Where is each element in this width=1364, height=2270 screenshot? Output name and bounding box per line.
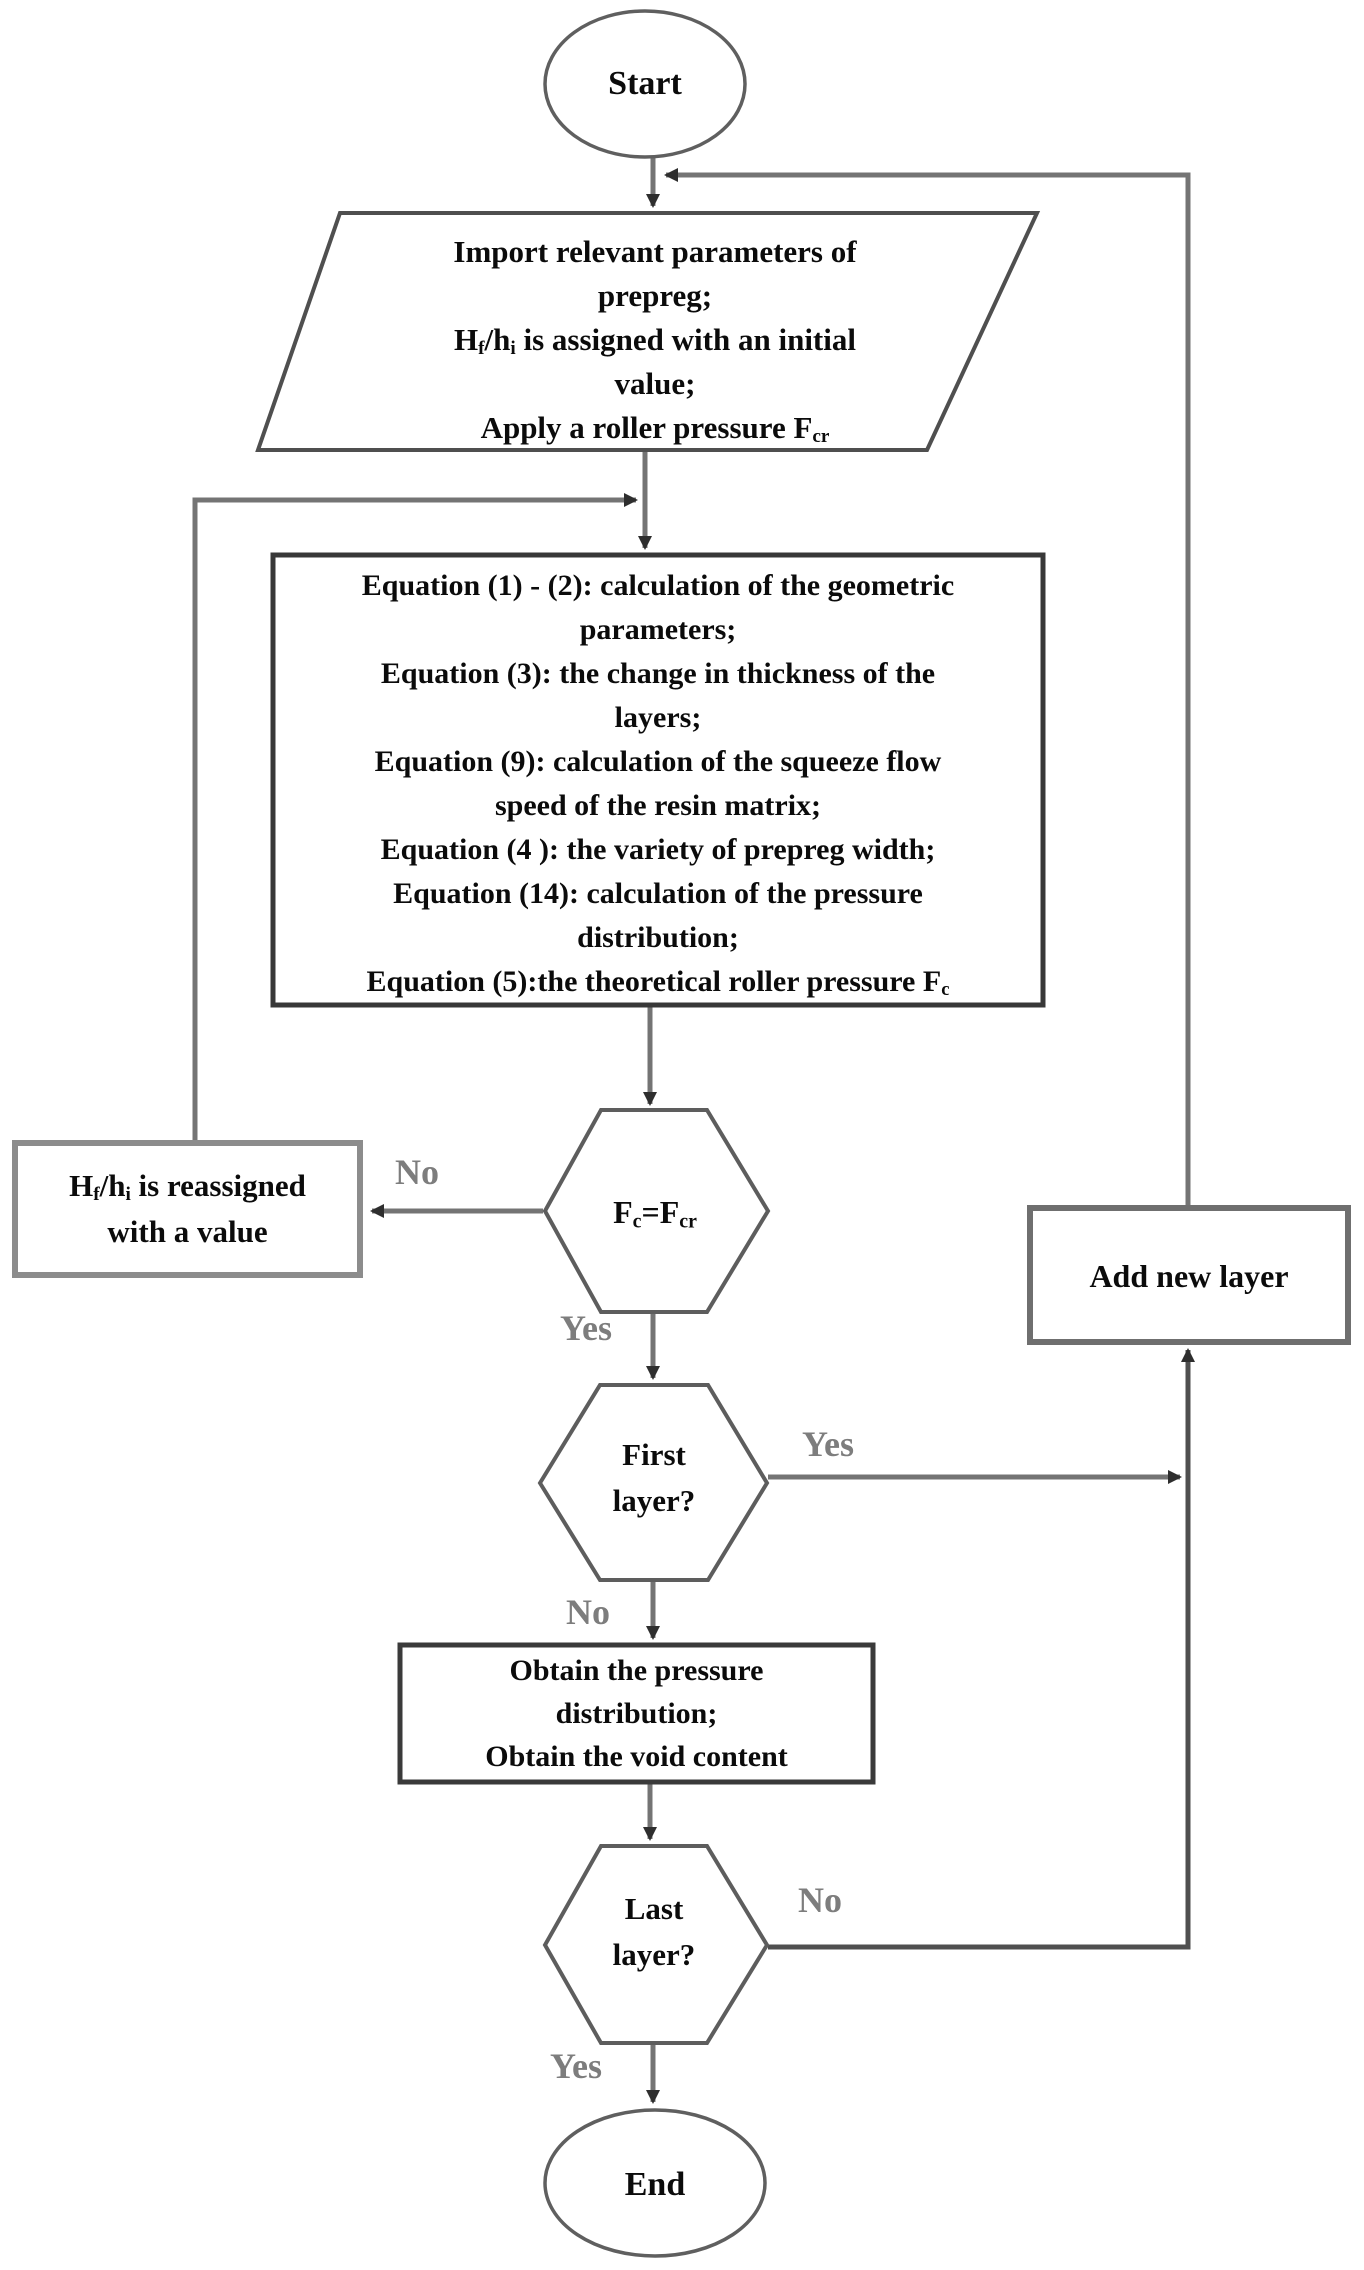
- text-line: prepreg;: [597, 278, 713, 313]
- text-line: First: [622, 1437, 686, 1472]
- first-layer-yes-branch-label: Yes: [802, 1424, 854, 1464]
- input-parameters-text: Import relevant parameters of prepreg; H…: [305, 230, 1005, 450]
- connector-reassign-loop-to-mainline: [192, 493, 638, 1141]
- text-line: Equation (4 ): the variety of prepreg wi…: [380, 833, 936, 866]
- add-layer-rectangle: [1027, 1205, 1351, 1345]
- add-layer-label: Add new layer: [1089, 1258, 1289, 1294]
- text-line: Obtain the pressure: [509, 1654, 764, 1687]
- start-label: Start: [608, 65, 682, 102]
- connector-addlayer-loop-to-top: [664, 168, 1191, 1206]
- pressure-no-branch-label: No: [395, 1152, 439, 1192]
- text-line: value;: [614, 366, 696, 401]
- text-line: speed of the resin matrix;: [494, 789, 822, 822]
- text-line: distribution;: [555, 1697, 718, 1730]
- text-line: layers;: [614, 701, 702, 734]
- end-terminal-ellipse: [543, 2108, 767, 2258]
- input-parallelogram: [255, 211, 1041, 452]
- text-line: Import relevant parameters of: [453, 234, 857, 269]
- last-layer-no-branch-label: No: [798, 1880, 842, 1920]
- text-line: Hf/hi is assigned with an initial: [454, 322, 856, 360]
- obtain-text: Obtain the pressure distribution; Obtain…: [410, 1649, 863, 1778]
- end-label: End: [624, 2166, 686, 2203]
- pressure-decision-label: Fc=Fcr: [613, 1194, 697, 1233]
- text-line: Apply a roller pressure Fcr: [480, 410, 830, 448]
- text-line: distribution;: [577, 921, 739, 954]
- text-line: Equation (9): calculation of the squeeze…: [374, 745, 942, 778]
- obtain-rectangle: [397, 1642, 876, 1785]
- text-line: Equation (5):the theoretical roller pres…: [366, 965, 950, 1001]
- first-layer-decision-text: First layer?: [554, 1432, 754, 1524]
- text-line: layer?: [612, 1937, 696, 1972]
- last-layer-decision-hexagon: [542, 1844, 770, 2045]
- text-line: Equation (14): calculation of the pressu…: [393, 877, 923, 910]
- connector-lastlayer-no-to-addlayer: [768, 1348, 1195, 1950]
- calculation-rectangle: [270, 552, 1046, 1008]
- pressure-decision-hexagon: [542, 1108, 771, 1314]
- reassign-text: Hf/hi is reassigned with a value: [25, 1163, 350, 1255]
- text-line: layer?: [612, 1483, 696, 1518]
- text-line: Last: [624, 1891, 684, 1926]
- reassign-rectangle: [12, 1140, 363, 1278]
- calculation-text: Equation (1) - (2): calculation of the g…: [283, 564, 1033, 1004]
- start-terminal-ellipse: [543, 9, 747, 159]
- text-line: Equation (3): the change in thickness of…: [380, 657, 936, 690]
- first-layer-no-branch-label: No: [566, 1592, 610, 1632]
- text-line: Equation (1) - (2): calculation of the g…: [361, 569, 955, 602]
- text-line: with a value: [107, 1214, 268, 1249]
- text-line: parameters;: [579, 613, 737, 646]
- last-layer-decision-text: Last layer?: [554, 1886, 754, 1978]
- text-line: Hf/hi is reassigned: [69, 1168, 306, 1206]
- pressure-yes-branch-label: Yes: [560, 1308, 612, 1348]
- text-line: Obtain the void content: [485, 1740, 788, 1773]
- last-layer-yes-branch-label: Yes: [550, 2046, 602, 2086]
- first-layer-decision-hexagon: [537, 1383, 770, 1582]
